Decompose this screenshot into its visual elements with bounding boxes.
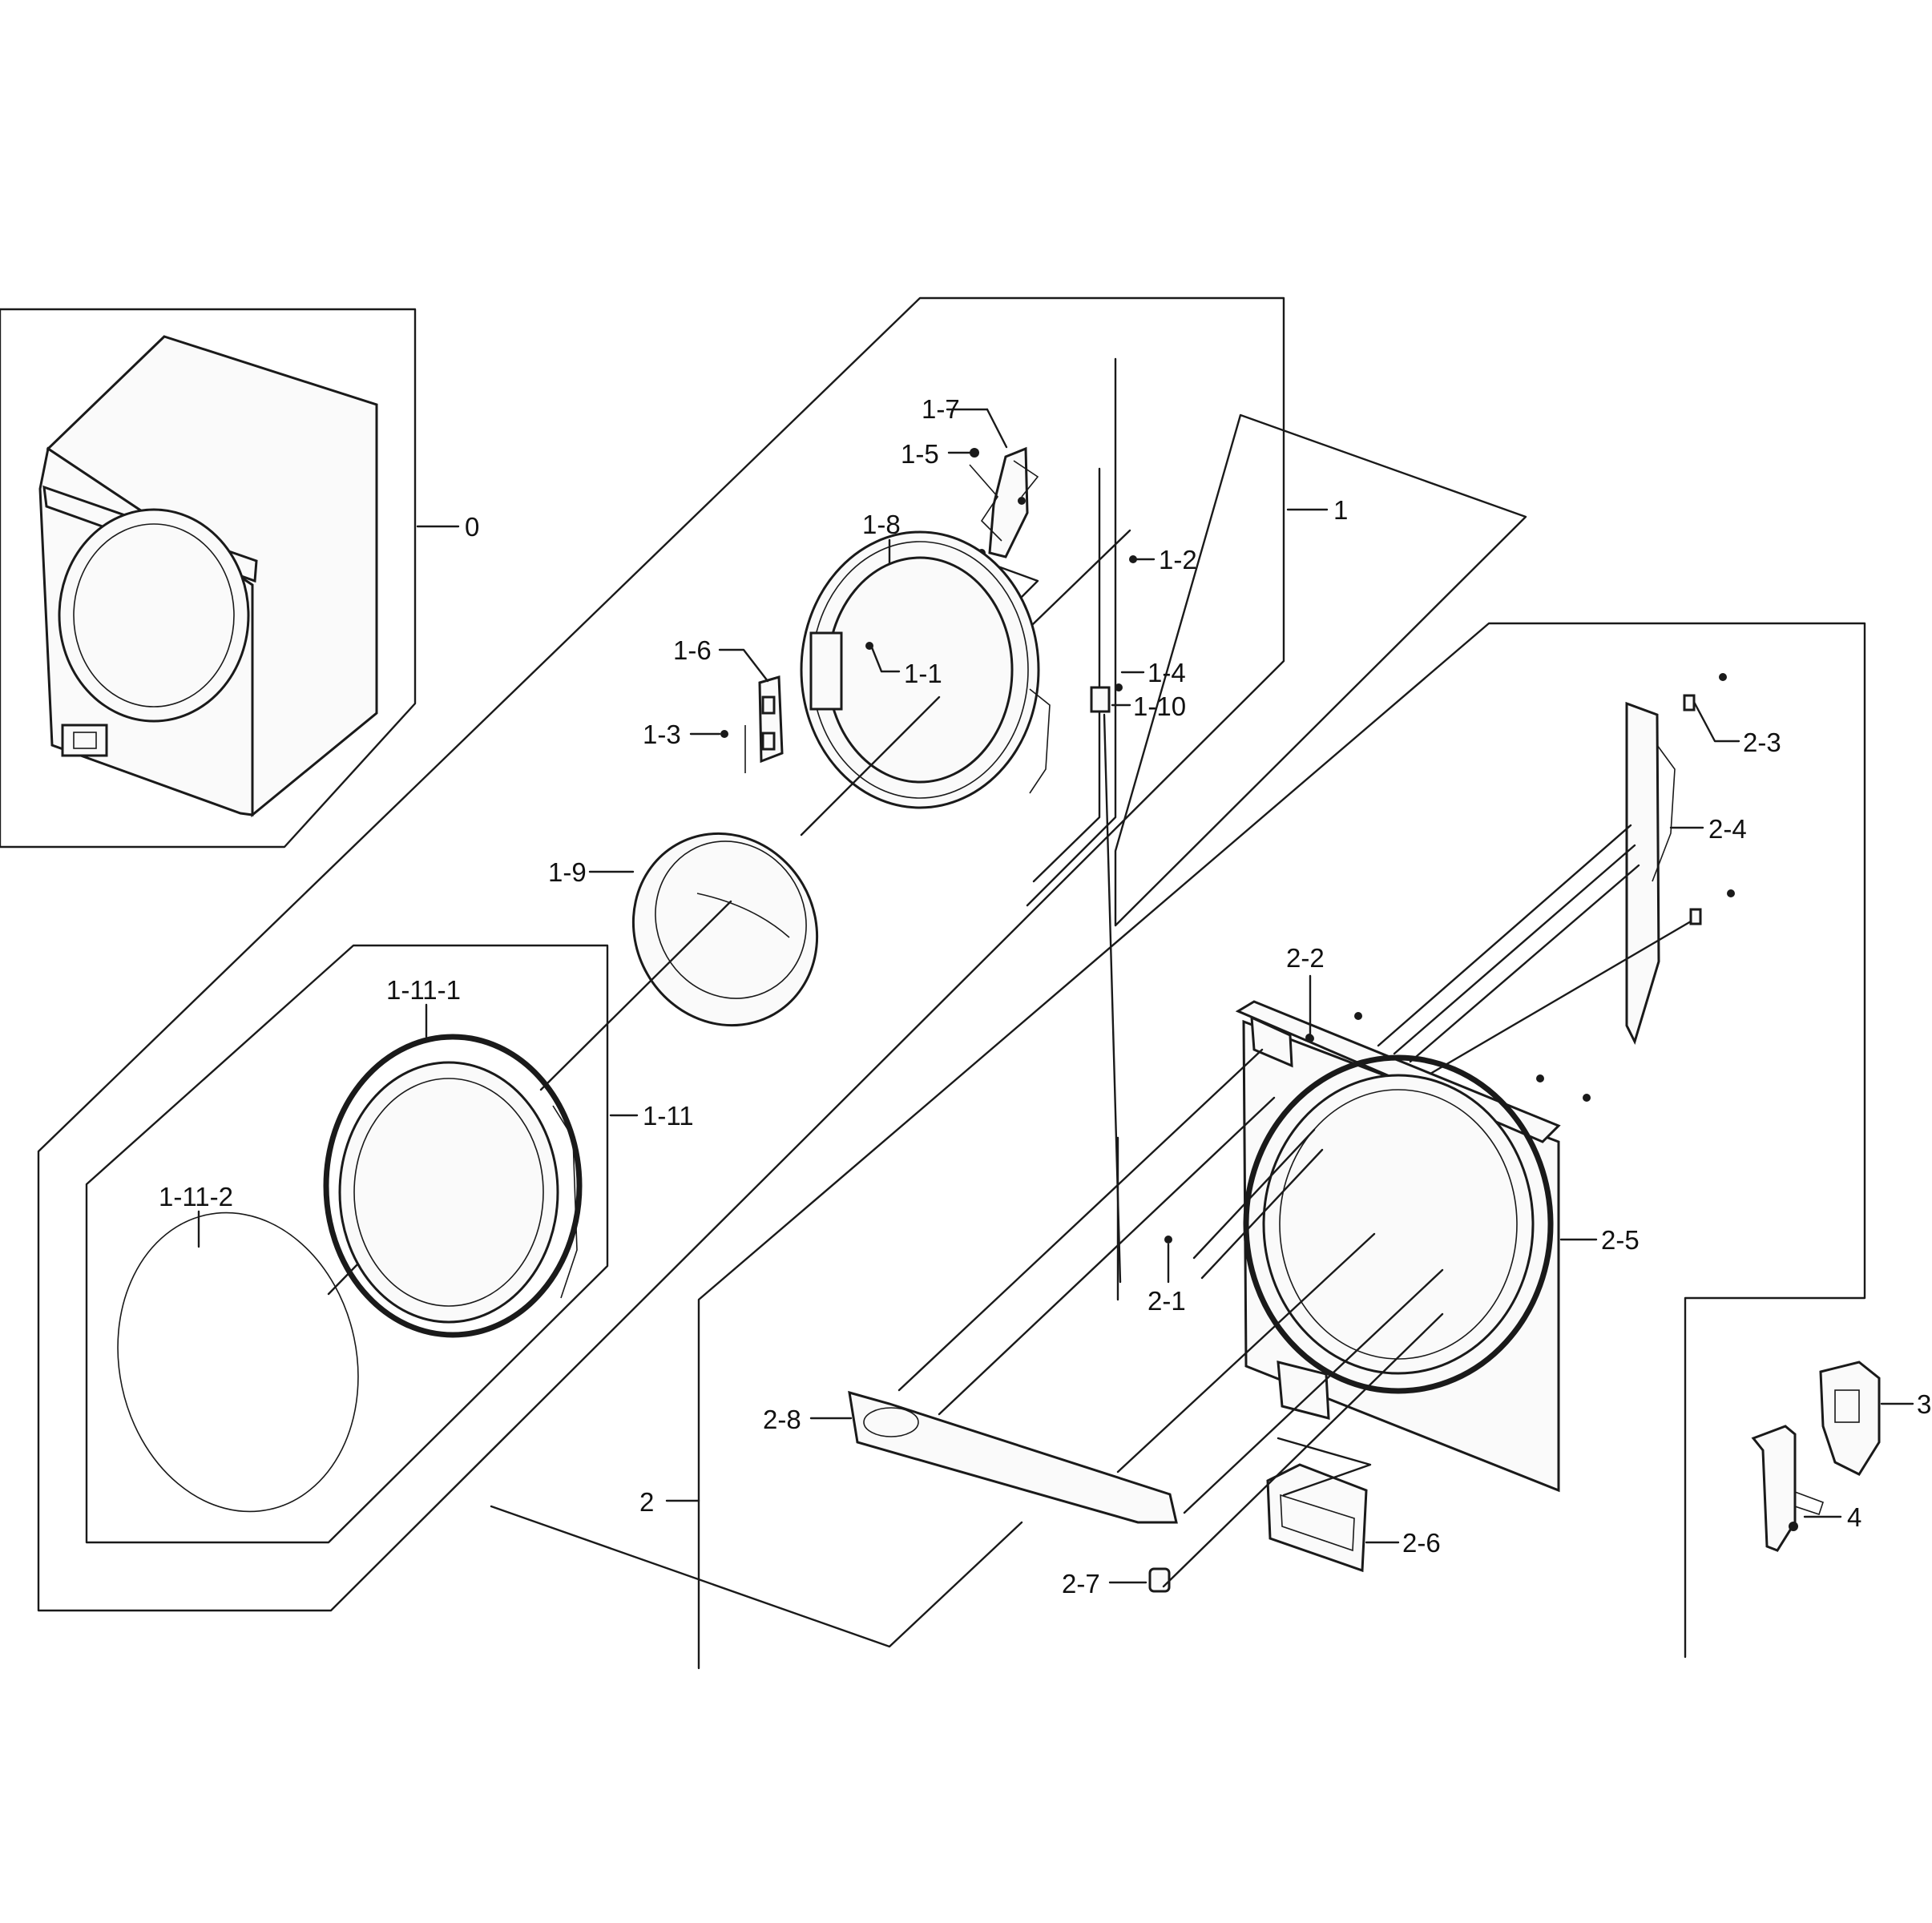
group-2-front-panel: 2 2-5 2-2 2-1 2 <box>490 622 1866 1670</box>
leader-2-3 <box>1692 700 1740 743</box>
callout-2-8: 2-8 <box>763 1405 801 1434</box>
leader-1-1 <box>870 646 901 673</box>
callout-2-1: 2-1 <box>1148 1286 1186 1316</box>
part-2-6-housing <box>1266 1463 1368 1573</box>
group-0-complete-unit: 0 <box>0 308 479 849</box>
callout-1-11-1: 1-11-1 <box>386 975 461 1005</box>
part-2-3-clip <box>1683 673 1735 925</box>
group-0-boundary <box>0 308 417 849</box>
callout-2: 2 <box>639 1487 654 1517</box>
part-1-3-screw <box>720 730 728 738</box>
leader-1-6 <box>718 648 769 683</box>
callout-1-6: 1-6 <box>673 635 712 665</box>
part-3-bracket <box>1819 1361 1881 1476</box>
callout-4: 4 <box>1847 1502 1861 1532</box>
callout-1-3: 1-3 <box>643 720 681 749</box>
part-1-9-door-ring <box>631 832 819 1027</box>
callout-1-10: 1-10 <box>1133 691 1186 721</box>
group-1-11-boundary <box>85 944 609 1544</box>
callout-1-5: 1-5 <box>901 439 939 469</box>
part-1-2-screw <box>1129 555 1137 563</box>
callout-0: 0 <box>465 512 479 542</box>
group-1-11-door-glass: 1-11 1-11-1 1-11-2 <box>85 944 694 1544</box>
callout-1-2: 1-2 <box>1159 545 1197 574</box>
callout-2-6: 2-6 <box>1402 1528 1441 1558</box>
part-2-1-screw <box>1164 1236 1172 1244</box>
part-1-11-1-outer-ring <box>323 1034 583 1338</box>
dryer-cabinet <box>38 335 378 818</box>
part-1-8-door-frame <box>800 530 1051 809</box>
part-2-8-control-bezel <box>848 1390 1178 1524</box>
group-1-inner-boundary-a <box>1026 357 1117 907</box>
callout-1-9: 1-9 <box>548 857 587 887</box>
part-1-5-screw <box>970 448 979 458</box>
part-1-6-hinge <box>744 675 784 773</box>
callout-1-11-2: 1-11-2 <box>159 1182 233 1211</box>
group-1-inner-boundary-b <box>1032 467 1101 883</box>
part-2-2-screw <box>1306 1034 1314 1042</box>
callout-2-4: 2-4 <box>1708 814 1747 844</box>
group-2-lower-boundary <box>490 1505 1023 1648</box>
part-1-10-latch <box>1090 683 1123 713</box>
group-1-door-assembly: 1 1-7 1-5 1-2 1-8 <box>37 296 1527 1612</box>
part-4-switch <box>1751 1425 1825 1552</box>
part-1-11-2-door-glass <box>117 1211 359 1513</box>
part-2-7-knob <box>1148 1567 1171 1593</box>
group-1-boundary <box>37 296 1285 1612</box>
callout-2-7: 2-7 <box>1062 1569 1100 1598</box>
callout-3: 3 <box>1917 1389 1931 1419</box>
callout-1-4: 1-4 <box>1148 658 1186 687</box>
group-2-boundary <box>697 622 1866 1670</box>
group-1-inner-boundary-c <box>1114 413 1527 927</box>
callout-1-11: 1-11 <box>643 1101 694 1131</box>
part-2-4-side-bracket <box>1625 701 1676 1046</box>
callout-2-2: 2-2 <box>1286 943 1325 973</box>
callout-2-3: 2-3 <box>1743 728 1781 757</box>
callout-1-1: 1-1 <box>904 659 942 688</box>
callout-2-5: 2-5 <box>1601 1225 1640 1255</box>
callout-1: 1 <box>1333 495 1348 525</box>
callout-1-8: 1-8 <box>862 510 901 539</box>
part-2-5-front-panel <box>1235 1000 1561 1493</box>
callout-1-7: 1-7 <box>922 394 960 424</box>
part-1-7-hinge-cover <box>969 446 1039 558</box>
